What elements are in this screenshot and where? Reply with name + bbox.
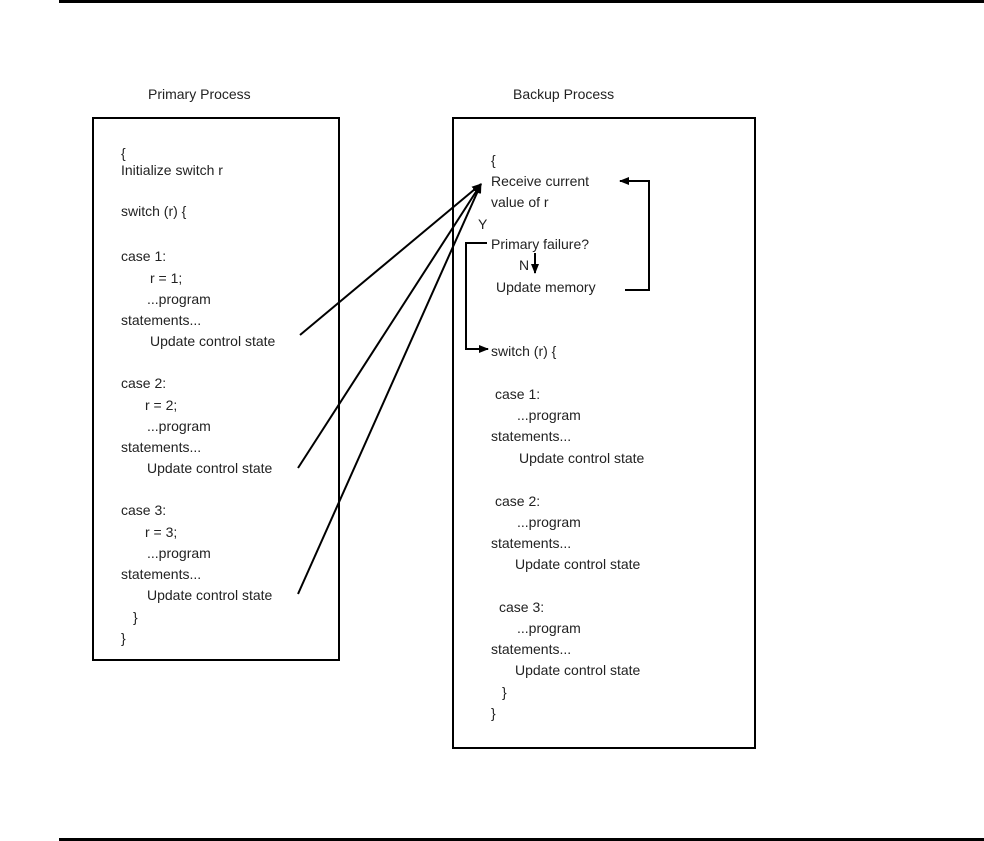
primary-case1-program: ...program <box>147 291 211 307</box>
primary-case2-update: Update control state <box>147 460 273 476</box>
primary-case1-label: case 1: <box>121 248 167 264</box>
primary-case2-statements: statements... <box>121 439 202 455</box>
primary-case3-update: Update control state <box>147 587 273 603</box>
backup-case3-update: Update control state <box>515 662 641 678</box>
primary-case3-program: ...program <box>147 545 211 561</box>
primary-case3-statements: statements... <box>121 566 202 582</box>
backup-inner-close-brace: } <box>502 684 507 700</box>
primary-open-brace: { <box>121 145 126 161</box>
primary-case3-label: case 3: <box>121 502 167 518</box>
primary-case1-update: Update control state <box>150 333 276 349</box>
primary-case2-label: case 2: <box>121 375 167 391</box>
bottom-rule <box>59 838 984 841</box>
primary-case2-program: ...program <box>147 418 211 434</box>
backup-case1-program: ...program <box>517 407 581 423</box>
backup-case2-label: case 2: <box>495 493 541 509</box>
backup-case3-statements: statements... <box>491 641 572 657</box>
top-rule <box>59 0 984 3</box>
backup-yes-label: Y <box>478 216 488 232</box>
backup-case2-program: ...program <box>517 514 581 530</box>
primary-outer-close-brace: } <box>121 630 126 646</box>
backup-case1-label: case 1: <box>495 386 541 402</box>
backup-case3-program: ...program <box>517 620 581 636</box>
backup-process-title: Backup Process <box>513 86 615 102</box>
primary-case1-statements: statements... <box>121 312 202 328</box>
backup-case2-statements: statements... <box>491 535 572 551</box>
primary-inner-close-brace: } <box>133 609 138 625</box>
primary-case3-assign: r = 3; <box>145 524 178 540</box>
backup-receive-line: Receive current <box>491 173 590 189</box>
backup-case1-statements: statements... <box>491 428 572 444</box>
primary-init-line: Initialize switch r <box>121 162 223 178</box>
backup-case3-label: case 3: <box>499 599 545 615</box>
backup-switch-line: switch (r) { <box>491 343 557 359</box>
primary-case1-assign: r = 1; <box>150 270 183 286</box>
backup-case1-update: Update control state <box>519 450 645 466</box>
backup-open-brace: { <box>491 152 496 168</box>
backup-no-label: N <box>519 257 530 273</box>
backup-update-memory: Update memory <box>496 279 596 295</box>
primary-switch-line: switch (r) { <box>121 203 187 219</box>
primary-process-title: Primary Process <box>148 86 251 102</box>
backup-value-line: value of r <box>491 194 549 210</box>
primary-case2-assign: r = 2; <box>145 397 178 413</box>
backup-outer-close-brace: } <box>491 705 496 721</box>
backup-failure-question: Primary failure? <box>491 236 590 252</box>
backup-case2-update: Update control state <box>515 556 641 572</box>
backup-process-box <box>452 117 756 749</box>
